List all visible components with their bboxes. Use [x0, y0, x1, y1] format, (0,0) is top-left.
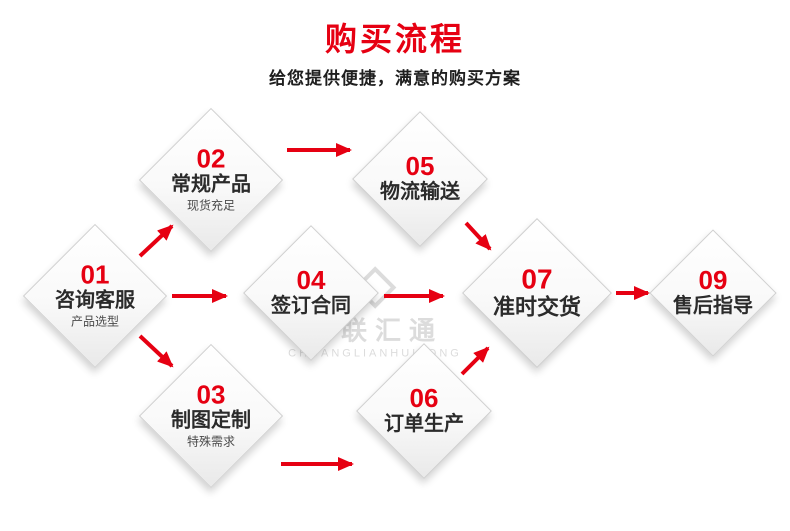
- step-label: 咨询客服: [55, 289, 135, 312]
- step-label: 准时交货: [492, 294, 582, 320]
- node-content: 03 制图定制 特殊需求: [171, 379, 251, 451]
- step-label: 制图定制: [171, 409, 251, 432]
- step-number: 01: [80, 259, 110, 290]
- arrow-06-07: [460, 346, 490, 376]
- step-number: 09: [698, 264, 728, 295]
- step-label: 售后指导: [673, 295, 753, 318]
- node-content: 02 常规产品 现货充足: [171, 143, 251, 215]
- node-content: 07 准时交货: [492, 263, 582, 322]
- step-number: 05: [405, 150, 435, 181]
- arrow-05-07: [464, 221, 492, 251]
- step-label: 物流输送: [380, 181, 460, 204]
- step-sublabel: 产品选型: [70, 314, 119, 329]
- page-subtitle: 给您提供便捷，满意的购买方案: [269, 69, 521, 88]
- step-sublabel: 现货充足: [186, 198, 235, 213]
- node-content: 09 售后指导: [673, 264, 753, 319]
- step-number: 02: [196, 143, 226, 174]
- step-number: 04: [296, 264, 326, 295]
- step-sublabel: 特殊需求: [186, 434, 235, 449]
- page-title: 购买流程: [324, 21, 465, 57]
- step-label: 签订合同: [271, 295, 351, 318]
- arrow-01-03: [138, 334, 174, 368]
- node-content: 06 订单生产: [384, 382, 464, 437]
- step-number: 03: [196, 379, 226, 410]
- node-content: 04 签订合同: [271, 264, 351, 319]
- step-number: 07: [521, 263, 553, 295]
- arrow-01-02: [138, 224, 174, 258]
- step-label: 常规产品: [171, 173, 251, 196]
- step-number: 06: [409, 382, 439, 413]
- node-content: 05 物流输送: [380, 150, 460, 205]
- node-content: 01 咨询客服 产品选型: [55, 259, 135, 331]
- step-label: 订单生产: [384, 413, 464, 436]
